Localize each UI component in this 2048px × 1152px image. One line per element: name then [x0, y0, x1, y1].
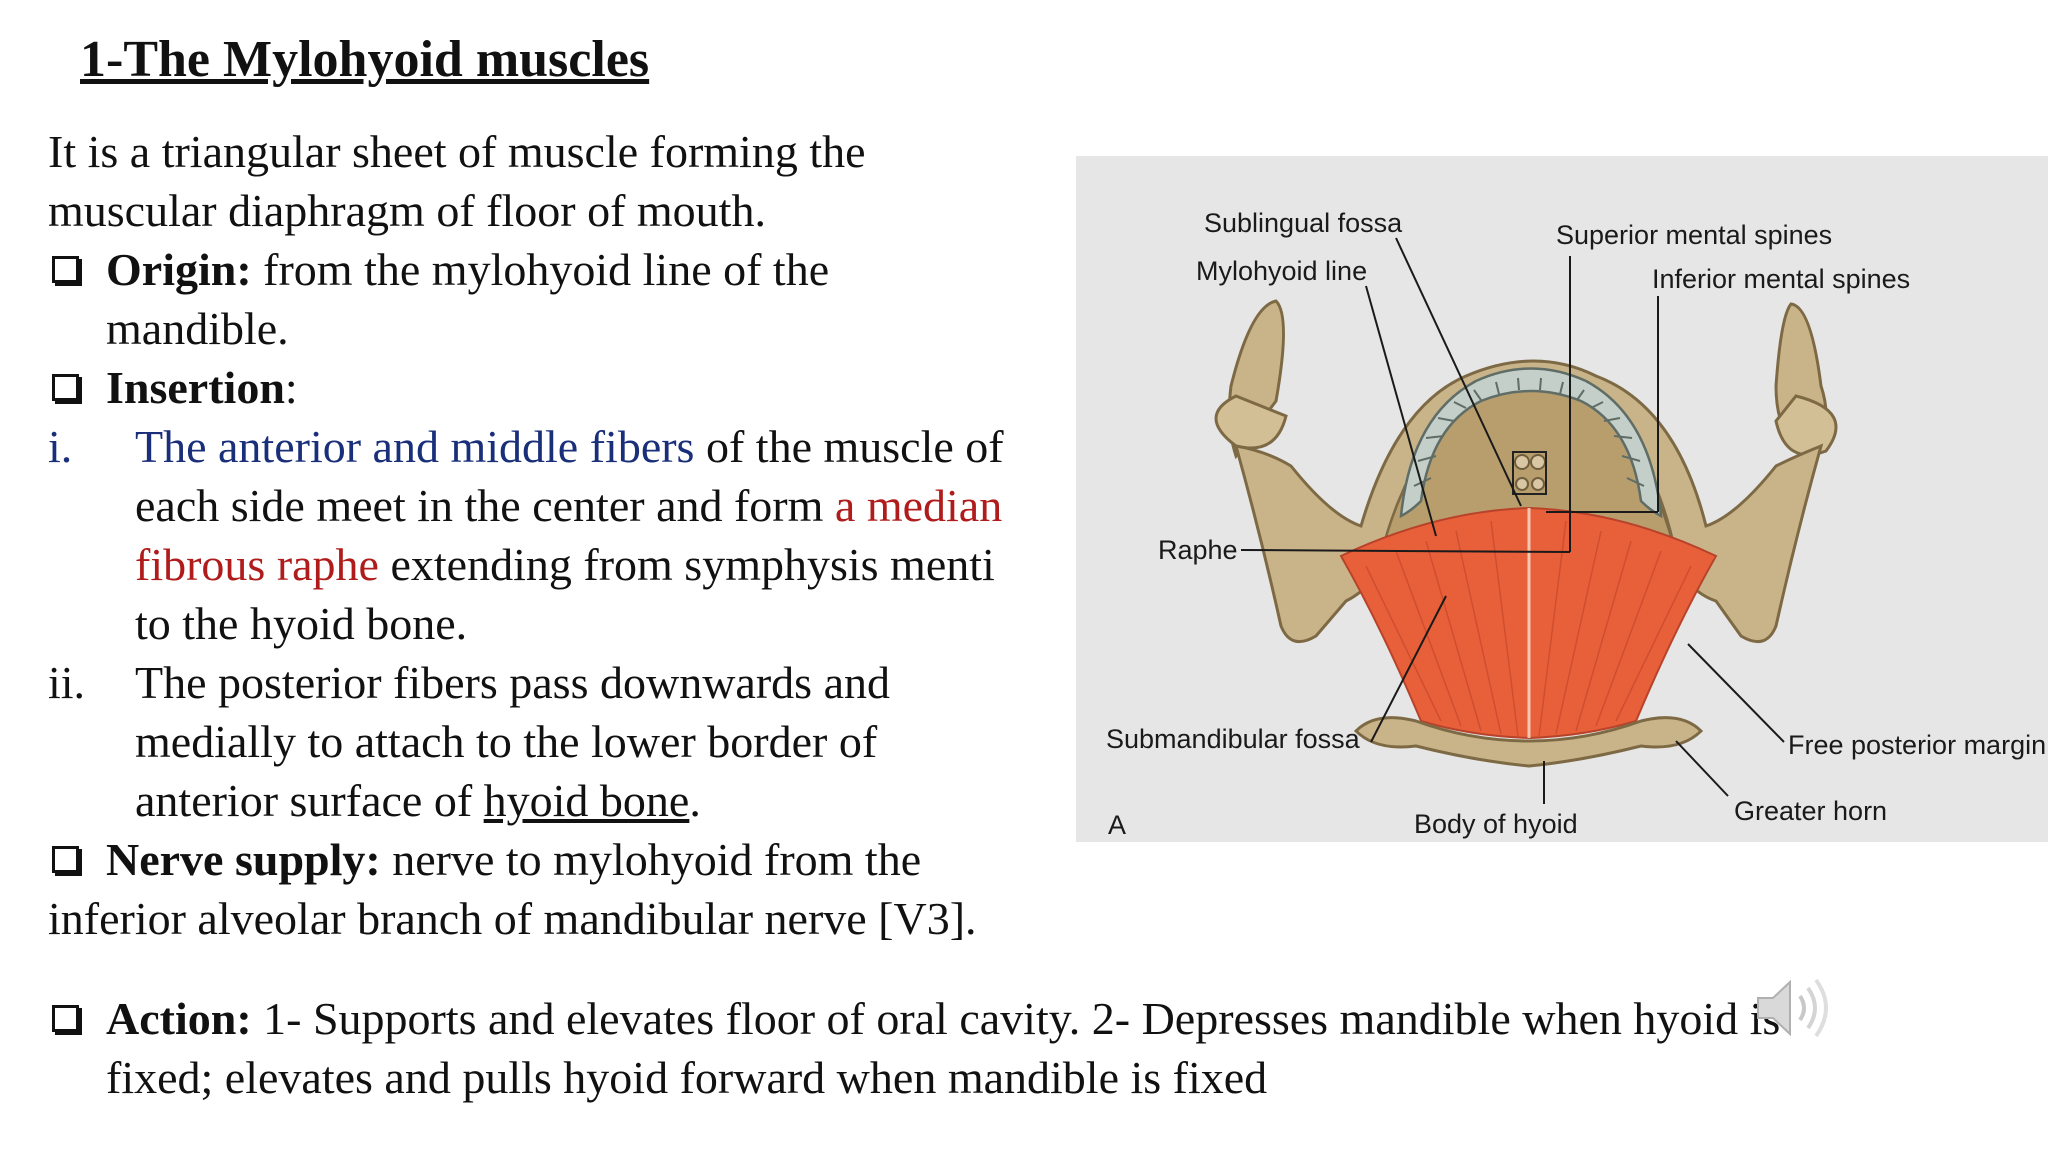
tooth-marks — [1413, 377, 1645, 487]
action-label: Action: — [106, 993, 252, 1044]
spine-box — [1512, 451, 1547, 495]
median-raphe-highlight-2: fibrous raphe — [135, 539, 379, 590]
mylohyoid-illustration: Sublingual fossa Mylohyoid line Superior… — [1106, 208, 2046, 840]
origin-text: from the mylohyoid line of the — [251, 244, 830, 295]
intro-line-2: muscular diaphragm of floor of mouth. — [48, 185, 766, 236]
label-free-posterior-margin: Free posterior margin — [1788, 730, 2046, 760]
nerve-cont: inferior alveolar branch of mandibular n… — [48, 893, 977, 944]
label-mylohyoid-line: Mylohyoid line — [1196, 256, 1367, 286]
item-ii-line-1: The posterior fibers pass downwards and — [135, 657, 890, 708]
panel-letter: A — [1108, 810, 1126, 840]
checkbox-bullet-icon — [52, 256, 79, 283]
item-i-line-2: each side meet in the center and form a … — [135, 476, 1002, 535]
item-i-text-c: extending from symphysis menti — [378, 539, 995, 590]
origin-label: Origin: — [106, 244, 252, 295]
nerve-label: Nerve supply: — [106, 834, 381, 885]
item-i-line-3: fibrous raphe extending from symphysis m… — [135, 535, 995, 594]
action-line: Action: 1- Supports and elevates floor o… — [106, 989, 1780, 1048]
median-raphe-highlight-1: a median — [834, 480, 1003, 531]
label-raphe: Raphe — [1158, 535, 1238, 565]
speaker-icon[interactable] — [1748, 968, 1838, 1048]
right-condyle — [1774, 394, 1838, 457]
label-greater-horn: Greater horn — [1734, 796, 1887, 826]
insertion-label: Insertion — [106, 362, 285, 413]
label-superior-mental-spines: Superior mental spines — [1556, 220, 1832, 250]
item-i-highlight: The anterior and middle fibers — [135, 421, 695, 472]
label-sublingual-fossa: Sublingual fossa — [1204, 208, 1403, 238]
item-i-line-1: The anterior and middle fibers of the mu… — [135, 417, 1004, 476]
origin-cont: mandible. — [106, 303, 289, 354]
hyoid-bone-underlined: hyoid bone — [483, 775, 690, 826]
slide-title: 1-The Mylohyoid muscles — [80, 31, 650, 88]
mylohyoid-anatomy-figure: Sublingual fossa Mylohyoid line Superior… — [1076, 156, 2048, 842]
checkbox-bullet-icon — [52, 846, 79, 873]
label-body-of-hyoid: Body of hyoid — [1414, 809, 1578, 839]
checkbox-bullet-icon — [52, 1005, 79, 1032]
label-submandibular-fossa: Submandibular fossa — [1106, 724, 1361, 754]
label-inferior-mental-spines: Inferior mental spines — [1652, 264, 1910, 294]
item-i-text-b: each side meet in the center and form — [135, 480, 835, 531]
item-ii-text-c1: anterior surface of — [135, 775, 484, 826]
hyoid-bone — [1353, 716, 1704, 768]
item-ii-line-2: medially to attach to the lower border o… — [135, 716, 878, 767]
leader-lines — [1240, 237, 1785, 804]
nerve-text: nerve to mylohyoid from the — [380, 834, 922, 885]
item-ii-number: ii. — [48, 657, 86, 708]
origin-line: Origin: from the mylohyoid line of the — [106, 240, 829, 299]
action-cont: fixed; elevates and pulls hyoid forward … — [106, 1052, 1268, 1103]
action-text: 1- Supports and elevates floor of oral c… — [251, 993, 1781, 1044]
item-ii-line-3: anterior surface of hyoid bone. — [135, 771, 701, 830]
intro-line-1: It is a triangular sheet of muscle formi… — [48, 126, 866, 177]
item-i-line-4: to the hyoid bone. — [135, 598, 468, 649]
nerve-line: Nerve supply: nerve to mylohyoid from th… — [106, 830, 921, 889]
insertion-colon: : — [284, 362, 298, 413]
item-i-number: i. — [48, 421, 73, 472]
item-i-text-a: of the muscle of — [694, 421, 1004, 472]
item-ii-text-c3: . — [689, 775, 701, 826]
checkbox-bullet-icon — [52, 374, 79, 401]
muscle-fibers — [1365, 520, 1692, 737]
insertion-line: Insertion: — [106, 358, 298, 417]
